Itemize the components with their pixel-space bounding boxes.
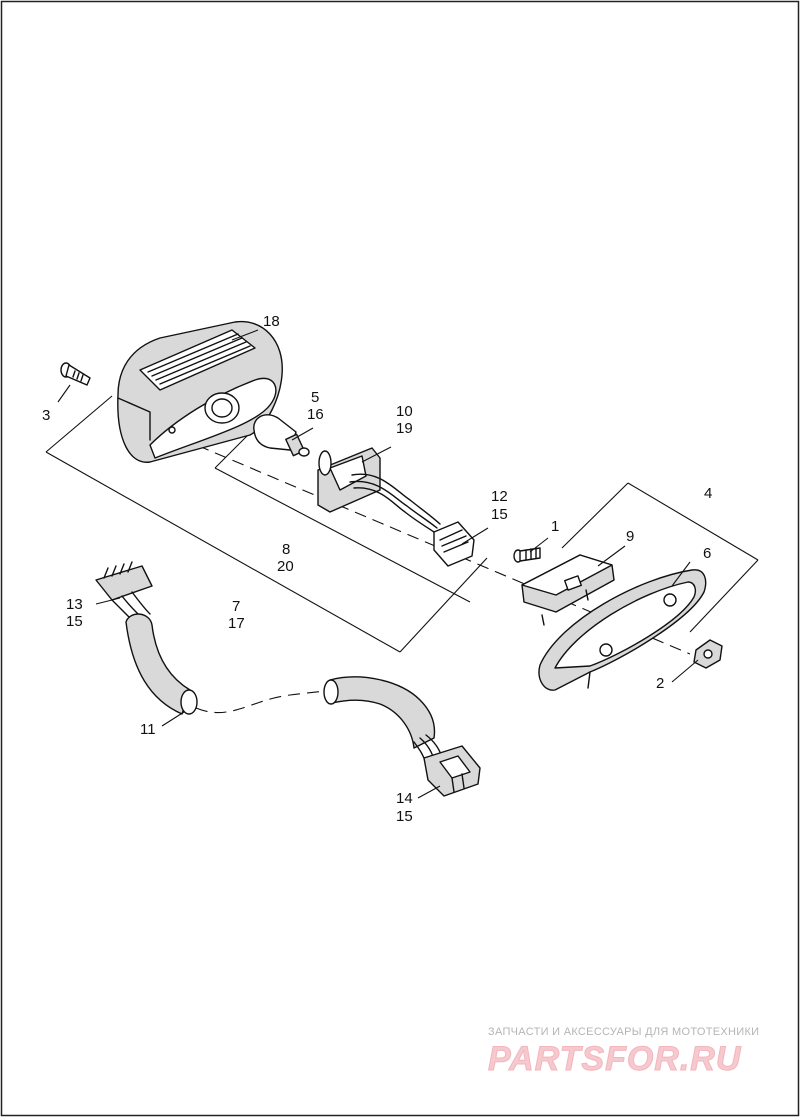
callout-14: 14 xyxy=(396,790,413,807)
callout-8: 8 xyxy=(282,541,290,558)
callout-15-a: 15 xyxy=(491,506,508,523)
wire-continuation xyxy=(195,689,331,714)
callout-2: 2 xyxy=(656,675,664,692)
part-10-socket xyxy=(317,447,441,533)
callout-6: 6 xyxy=(703,545,711,562)
part-13-connector xyxy=(95,561,153,619)
callout-labels: 18 3 5 16 10 19 12 15 1 9 4 6 8 20 7 17 … xyxy=(42,313,712,825)
callout-16: 16 xyxy=(307,406,324,423)
part-11-harness-left xyxy=(125,613,198,715)
bracket-4 xyxy=(561,482,759,633)
bracket-7 xyxy=(45,395,488,653)
part-5-bulb xyxy=(253,414,310,457)
callout-5: 5 xyxy=(311,389,319,406)
part-11-harness-right xyxy=(323,676,443,765)
part-18-lamp-housing xyxy=(117,320,283,463)
part-12-connector xyxy=(433,521,475,567)
bracket-8 xyxy=(214,424,471,603)
part-1-screw xyxy=(513,547,541,563)
callout-7: 7 xyxy=(232,598,240,615)
part-2-nut xyxy=(693,639,723,669)
callout-12: 12 xyxy=(491,488,508,505)
part-3-screw xyxy=(60,362,91,386)
part-9-module xyxy=(521,554,615,626)
part-14-connector xyxy=(423,745,481,797)
callout-9: 9 xyxy=(626,528,634,545)
callout-15-c: 15 xyxy=(396,808,413,825)
callout-11: 11 xyxy=(140,721,156,738)
watermark-tagline: ЗАПЧАСТИ И АКСЕССУАРЫ ДЛЯ МОТОТЕХНИКИ xyxy=(488,1026,759,1038)
watermark-logo: PARTSFOR.RU xyxy=(488,1040,742,1078)
callout-20: 20 xyxy=(277,558,294,575)
watermark: ЗАПЧАСТИ И АКСЕССУАРЫ ДЛЯ МОТОТЕХНИКИ PA… xyxy=(488,1026,760,1079)
callout-13: 13 xyxy=(66,596,83,613)
callout-15-b: 15 xyxy=(66,613,83,630)
callout-10: 10 xyxy=(396,403,413,420)
callout-3: 3 xyxy=(42,407,50,424)
part-6-lens xyxy=(538,569,707,691)
callout-1: 1 xyxy=(551,518,559,535)
callout-4: 4 xyxy=(704,485,712,502)
callout-19: 19 xyxy=(396,420,413,437)
callout-17: 17 xyxy=(228,615,245,632)
callout-18: 18 xyxy=(263,313,280,330)
leader-lines xyxy=(57,329,699,799)
